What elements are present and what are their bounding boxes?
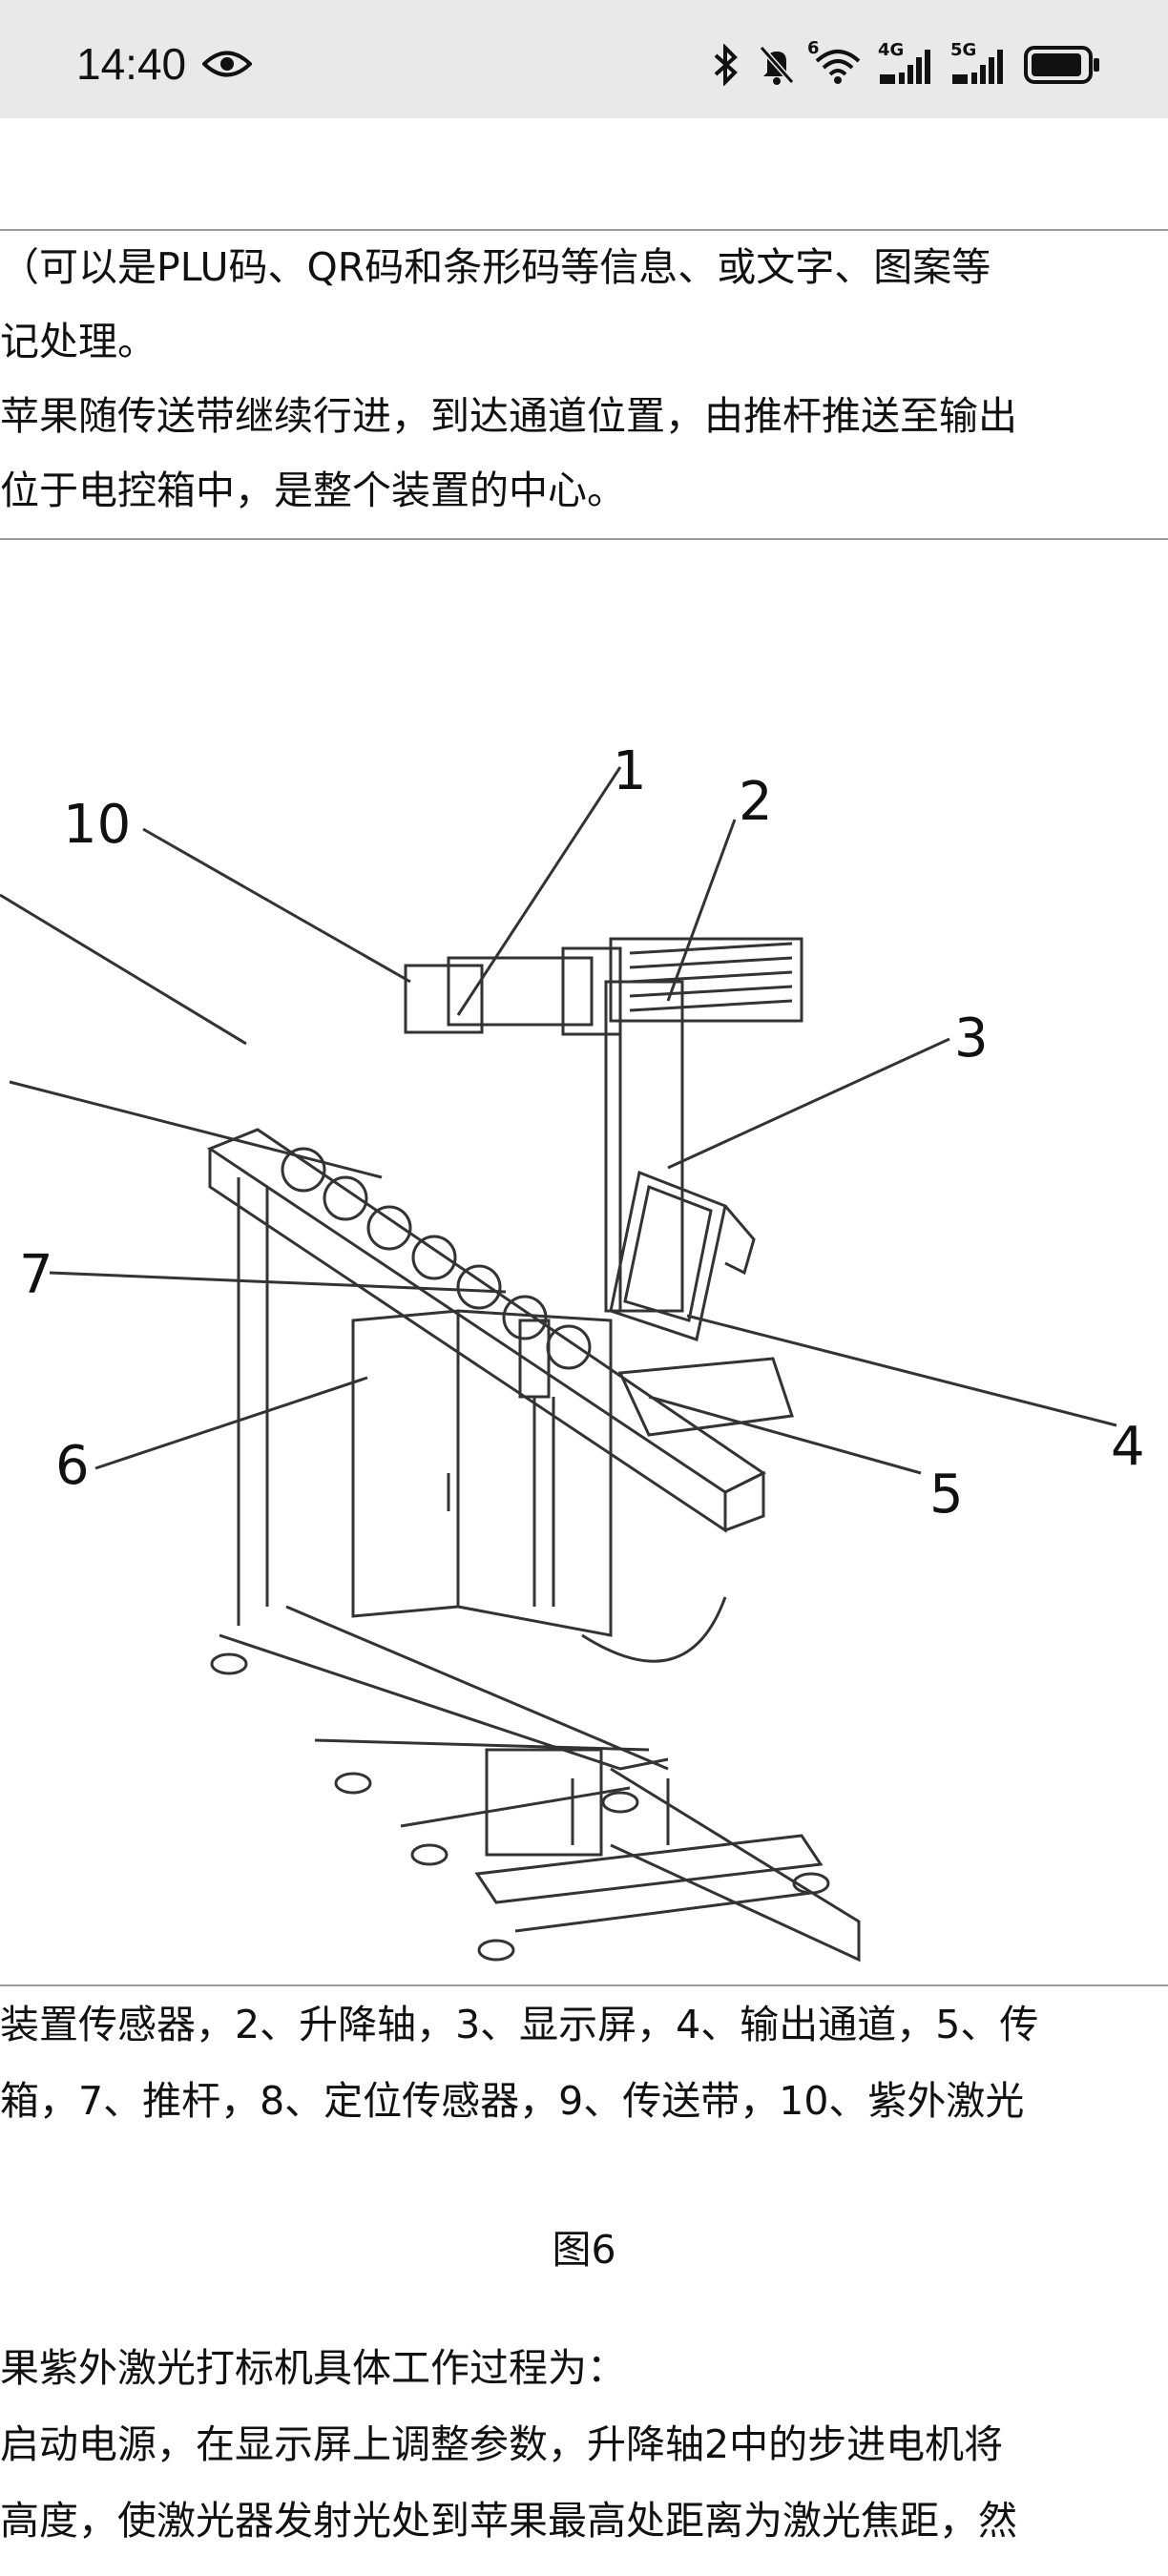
apparatus-drawing [0, 766, 1117, 1963]
figure-label-3: 3 [954, 1008, 989, 1070]
figure-label-6: 6 [55, 1435, 90, 1497]
paragraph-line: 苹果随传送带继续行进，到达通道位置，由推杆推送至输出 [0, 393, 1017, 439]
net2-badge: 5G [950, 40, 977, 60]
paragraph-line: （可以是PLU码、QR码和条形码等信息、或文字、图案等 [0, 244, 991, 290]
status-time: 14:40 [76, 39, 187, 89]
paragraph-line: 果紫外激光打标机具体工作过程为： [0, 2345, 626, 2391]
paragraph-line: 记处理。 [0, 319, 156, 364]
figure-top-rule [0, 538, 1168, 540]
signal-5g-icon: 5G [950, 40, 1006, 90]
apparatus-figure: 1 2 3 4 5 6 7 10 [0, 653, 1168, 2055]
top-rule [0, 229, 1168, 231]
figure-label-5: 5 [929, 1464, 964, 1526]
figure-caption: 图6 [552, 2227, 616, 2273]
figure-bottom-rule [0, 1984, 1168, 1986]
wifi-badge: 6 [807, 38, 820, 58]
paragraph-line: 高度，使激光器发射光处到苹果最高处距离为激光焦距，然 [0, 2498, 1017, 2544]
figure-label-2: 2 [739, 771, 773, 833]
wifi-icon: 6 [807, 38, 861, 90]
paragraph-line: 位于电控箱中，是整个装置的中心。 [0, 467, 626, 513]
status-icons: 6 4G 5G [712, 38, 1101, 92]
net1-badge: 4G [878, 40, 905, 60]
figure-label-7: 7 [19, 1244, 53, 1306]
bluetooth-icon [712, 43, 740, 90]
document-page[interactable]: （可以是PLU码、QR码和条形码等信息、或文字、图案等 记处理。 苹果随传送带继… [0, 118, 1168, 2576]
legend-line: 箱，7、推杆，8、定位传感器，9、传送带，10、紫外激光 [0, 2078, 1025, 2124]
mute-icon [758, 44, 796, 90]
battery-icon [1023, 45, 1101, 89]
eye-icon [201, 48, 253, 84]
figure-label-10: 10 [63, 794, 132, 856]
signal-4g-icon: 4G [878, 40, 933, 90]
figure-label-4: 4 [1111, 1416, 1145, 1478]
paragraph-line: 启动电源，在显示屏上调整参数，升降轴2中的步进电机将 [0, 2421, 1004, 2467]
status-bar: 14:40 6 4G [0, 0, 1168, 118]
legend-line: 装置传感器，2、升降轴，3、显示屏，4、输出通道，5、传 [0, 2002, 1039, 2047]
figure-label-1: 1 [613, 740, 647, 802]
